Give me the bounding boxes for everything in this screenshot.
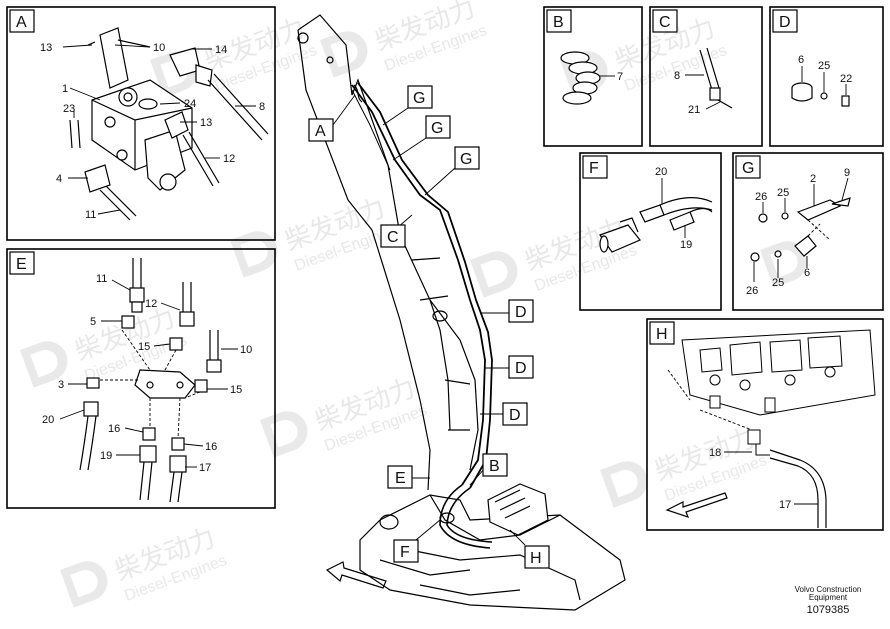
detail-panel-e: E [6, 248, 276, 509]
detail-panel-d: D 6 25 22 [769, 6, 884, 147]
callout-a-4: 4 [56, 173, 62, 185]
tag-g-2[interactable]: G [425, 115, 451, 139]
callout-h-17: 17 [779, 499, 791, 511]
clamp-drawing [791, 82, 850, 107]
callout-a-13: 13 [40, 42, 52, 54]
main-leaders [332, 94, 526, 546]
tag-b[interactable]: B [482, 453, 508, 477]
callout-a-14: 14 [215, 44, 227, 56]
detail-panel-f: F 20 19 [579, 152, 722, 311]
callout-g-25a: 25 [777, 187, 789, 199]
callout-g-25b: 25 [772, 277, 784, 289]
callout-g-26b: 26 [746, 285, 758, 297]
callout-e-11: 11 [96, 273, 107, 285]
panel-d-letter: D [779, 14, 791, 31]
hose-bracket-drawing [599, 197, 713, 253]
spiral-guard-drawing [560, 51, 601, 105]
tag-e-label: E [395, 470, 406, 487]
footer-block: Volvo Construction Equipment 1079385 [795, 585, 862, 616]
callout-e-16b: 16 [205, 441, 217, 453]
callout-a-1: 1 [62, 83, 68, 95]
callout-f-20: 20 [655, 166, 667, 178]
tag-c-label: C [387, 229, 399, 246]
callout-a-8: 8 [259, 101, 265, 113]
callout-a-11: 11 [85, 209, 96, 221]
callout-a-10: 10 [153, 42, 165, 54]
callout-e-5: 5 [90, 316, 96, 328]
callout-b-7: 7 [617, 71, 623, 83]
detail-panel-b: B 7 [543, 6, 643, 147]
callout-g-6: 6 [804, 267, 810, 279]
callout-e-15b: 15 [230, 384, 242, 396]
callout-f-19: 19 [680, 239, 692, 251]
panel-f-letter: F [589, 160, 599, 177]
detail-panel-a: A [6, 6, 276, 241]
callout-a-12: 12 [223, 153, 235, 165]
tag-h[interactable]: H [524, 545, 550, 569]
callout-c-8: 8 [674, 70, 680, 82]
callout-e-16a: 16 [108, 423, 120, 435]
callout-e-20: 20 [42, 414, 54, 426]
tag-g-1[interactable]: G [407, 85, 433, 109]
tag-g-1-label: G [413, 90, 425, 107]
callout-g-2: 2 [810, 173, 816, 185]
tag-f[interactable]: F [393, 539, 419, 563]
panel-a-letter: A [16, 14, 27, 31]
detail-panel-g: G 26 25 2 9 26 25 6 [732, 152, 884, 311]
callout-d-22: 22 [840, 73, 852, 85]
tag-d-3[interactable]: D [502, 402, 528, 426]
tag-h-label: H [530, 550, 542, 567]
tag-g-3-label: G [460, 151, 472, 168]
main-boom-assembly [297, 14, 626, 611]
panel-h-letter: H [656, 326, 668, 343]
valve-block-drawing [84, 27, 213, 193]
tag-e[interactable]: E [387, 465, 413, 489]
callout-d-25: 25 [818, 60, 830, 72]
front-direction-arrow-main [325, 561, 387, 589]
callout-e-15a: 15 [138, 341, 150, 353]
panel-c-letter: C [659, 14, 671, 31]
tag-b-label: B [489, 458, 500, 475]
hose-fittings-drawing [79, 258, 222, 503]
clamp-plate-drawing [750, 197, 851, 262]
hose-end-drawing [699, 47, 733, 109]
tag-f-label: F [400, 544, 410, 561]
callout-h-18: 18 [709, 447, 721, 459]
callout-a-24: 24 [184, 98, 196, 110]
callout-e-19: 19 [100, 450, 112, 462]
callout-g-9: 9 [844, 167, 850, 179]
callout-e-17: 17 [199, 462, 211, 474]
footer-doc-number: 1079385 [807, 604, 850, 616]
callout-c-21: 21 [688, 104, 700, 116]
tag-a-label: A [315, 123, 326, 140]
tag-c[interactable]: C [380, 224, 406, 248]
callout-e-12: 12 [145, 298, 157, 310]
callout-d-6: 6 [798, 54, 804, 66]
tag-d-3-label: D [509, 407, 521, 424]
callout-a-13b: 13 [200, 117, 212, 129]
tag-d-2-label: D [515, 360, 527, 377]
tag-a[interactable]: A [308, 118, 334, 142]
footer-company-line2: Equipment [809, 593, 848, 602]
detail-panel-h: H 18 17 [646, 318, 884, 531]
panel-e-letter: E [16, 256, 27, 273]
tag-g-3[interactable]: G [454, 146, 480, 170]
callout-g-26a: 26 [755, 191, 767, 203]
callout-a-23: 23 [63, 103, 75, 115]
footer-company-line1: Volvo Construction [795, 585, 862, 594]
tag-d-1[interactable]: D [508, 299, 534, 323]
panel-b-letter: B [553, 14, 564, 31]
callout-e-10: 10 [240, 344, 252, 356]
hose-17-drawing [769, 449, 827, 528]
detail-panel-c: C 8 21 [649, 6, 763, 147]
panel-g-letter: G [742, 160, 754, 177]
tag-d-2[interactable]: D [508, 355, 534, 379]
front-direction-arrow-h [665, 492, 728, 518]
control-valve-drawing [681, 329, 876, 456]
tag-d-1-label: D [515, 304, 527, 321]
callout-e-3: 3 [58, 379, 64, 391]
tag-g-2-label: G [431, 120, 443, 137]
